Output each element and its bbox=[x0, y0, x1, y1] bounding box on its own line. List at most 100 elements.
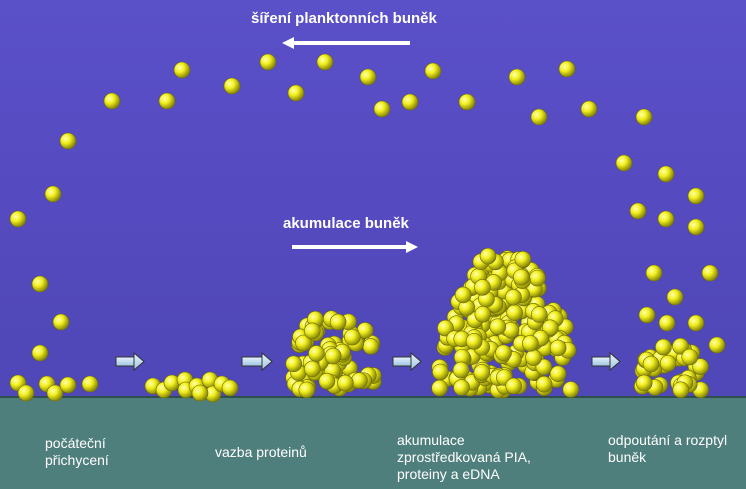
planktonic-cell bbox=[316, 53, 334, 71]
biofilm-cell bbox=[549, 339, 567, 357]
planktonic-cell bbox=[173, 61, 191, 79]
biofilm-cell bbox=[495, 344, 512, 362]
attached-cell bbox=[17, 384, 35, 402]
planktonic-cell bbox=[508, 68, 526, 86]
planktonic-cell bbox=[657, 165, 675, 183]
detaching-cell bbox=[672, 381, 690, 399]
microcolony-cell bbox=[362, 338, 380, 355]
biofilm-cell bbox=[452, 361, 470, 379]
substrate-surface bbox=[0, 397, 746, 489]
biofilm-cell bbox=[562, 381, 580, 398]
planktonic-cell bbox=[401, 93, 419, 111]
biofilm-cell bbox=[474, 305, 492, 323]
planktonic-cell bbox=[708, 336, 726, 354]
stage-arrow-3 bbox=[392, 351, 422, 372]
planktonic-cell bbox=[666, 288, 684, 306]
biofilm-cell bbox=[473, 364, 491, 381]
biofilm-cell bbox=[474, 279, 491, 296]
planktonic-cell bbox=[615, 154, 633, 172]
biofilm-cell bbox=[513, 268, 530, 286]
planktonic-cell bbox=[657, 210, 675, 228]
detaching-cell bbox=[642, 355, 660, 373]
microcolony-cell bbox=[329, 313, 347, 331]
biofilm-cell bbox=[522, 335, 539, 352]
biofilm-cell bbox=[479, 247, 497, 265]
biofilm-cell bbox=[529, 269, 546, 287]
microcolony-cell bbox=[337, 374, 354, 392]
attached-cell bbox=[81, 375, 99, 393]
biofilm-cell bbox=[525, 349, 542, 366]
biofilm-cell bbox=[541, 319, 559, 337]
stage-arrow-4 bbox=[591, 351, 621, 372]
biofilm-cell bbox=[437, 319, 454, 337]
attached-cell bbox=[46, 384, 64, 402]
biofilm-cell bbox=[505, 377, 523, 395]
planktonic-cell bbox=[223, 77, 241, 95]
planktonic-cell bbox=[687, 187, 705, 205]
planktonic-cell bbox=[458, 93, 476, 111]
cluster-cell bbox=[191, 384, 209, 402]
planktonic-cell bbox=[701, 264, 719, 282]
biofilm-cell bbox=[431, 379, 448, 397]
biofilm-cell bbox=[454, 286, 472, 304]
microcolony-cell bbox=[285, 355, 303, 373]
microcolony-cell bbox=[295, 334, 312, 352]
detaching-cell bbox=[635, 374, 653, 392]
planktonic-cell bbox=[658, 314, 676, 332]
biofilm-cell bbox=[505, 289, 522, 306]
planktonic-cell bbox=[287, 84, 305, 102]
planktonic-cell bbox=[44, 185, 62, 203]
biofilm-cell bbox=[530, 306, 548, 323]
planktonic-cell bbox=[31, 344, 49, 362]
planktonic-cell bbox=[530, 108, 548, 126]
planktonic-cell bbox=[359, 68, 377, 86]
cluster-cell bbox=[221, 379, 239, 397]
planktonic-cell bbox=[158, 92, 176, 110]
detaching-cell bbox=[655, 338, 672, 356]
attached-cell bbox=[59, 376, 77, 394]
planktonic-cell bbox=[558, 60, 576, 78]
detaching-cell bbox=[681, 348, 699, 366]
stage-arrow-1 bbox=[115, 351, 145, 372]
biofilm-cell bbox=[432, 363, 449, 381]
planktonic-cell bbox=[687, 218, 705, 236]
detaching-cell bbox=[692, 358, 709, 375]
planktonic-cell bbox=[259, 53, 277, 71]
planktonic-cell bbox=[645, 264, 663, 282]
planktonic-cell bbox=[31, 275, 49, 293]
planktonic-cell bbox=[635, 108, 653, 126]
biofilm-cell bbox=[465, 333, 483, 350]
stage-arrow-2 bbox=[241, 351, 273, 372]
dispersal-arrow bbox=[282, 37, 410, 49]
planktonic-cell bbox=[373, 100, 391, 118]
microcolony-cell bbox=[298, 381, 316, 399]
bacterial-cells bbox=[9, 53, 726, 403]
microcolony-cell bbox=[308, 345, 325, 362]
dispersal-title: šíření planktonních buněk bbox=[251, 10, 437, 27]
planktonic-cell bbox=[103, 92, 121, 110]
accumulation-arrow bbox=[292, 241, 418, 253]
planktonic-cell bbox=[638, 306, 656, 324]
biofilm-cell bbox=[535, 375, 553, 393]
biofilm-cell bbox=[453, 379, 470, 396]
biofilm-cell bbox=[549, 365, 567, 383]
microcolony-cell bbox=[304, 322, 321, 340]
microcolony-cell bbox=[304, 360, 321, 378]
microcolony-cell bbox=[344, 328, 361, 346]
detaching-cell bbox=[672, 337, 689, 355]
detaching-cell bbox=[659, 354, 677, 372]
microcolony-cell bbox=[324, 347, 342, 365]
biofilm-cell bbox=[506, 304, 523, 321]
planktonic-cell bbox=[59, 132, 77, 150]
stage-label-protein-binding: vazba proteinů bbox=[215, 444, 307, 460]
microcolony-cell bbox=[351, 372, 368, 389]
biofilm-cell bbox=[514, 251, 532, 268]
planktonic-cell bbox=[9, 210, 27, 228]
microcolony-cell bbox=[318, 372, 336, 390]
planktonic-cell bbox=[687, 314, 705, 332]
